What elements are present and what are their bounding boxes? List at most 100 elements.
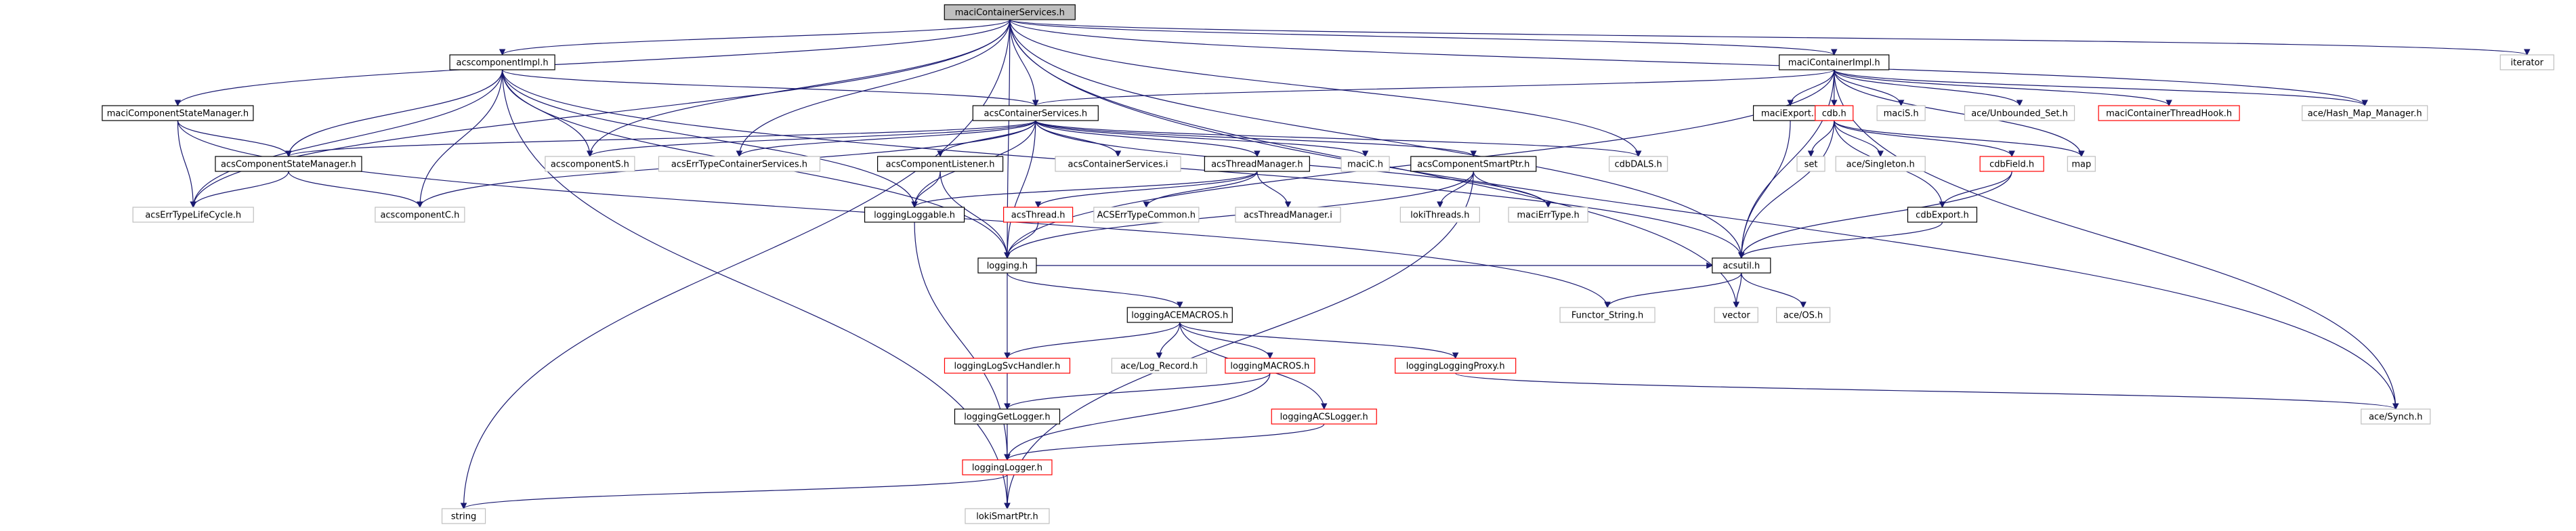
node-acscomponentS_h: acscomponentS.h	[545, 156, 635, 172]
node-cdbField_h[interactable]: cdbField.h	[1979, 156, 2044, 172]
edge-maciContainerServices_h-to-ace_Hash_Map_Manager_h	[1009, 19, 2368, 106]
node-loggingACSLogger_h[interactable]: loggingACSLogger.h	[1271, 408, 1377, 425]
node-acsThreadManager_h[interactable]: acsThreadManager.h	[1204, 156, 1310, 172]
node-label: loggingMACROS.h	[1230, 362, 1309, 372]
edge-acsThreadManager_h-to-acsThreadManager_i	[1257, 171, 1292, 208]
node-loggingGetLogger_h[interactable]: loggingGetLogger.h	[954, 408, 1061, 425]
node-loggingACEMACROS_h[interactable]: loggingACEMACROS.h	[1126, 307, 1233, 323]
node-label: maciContainerServices.h	[955, 8, 1065, 18]
node-label: cdbField.h	[1989, 160, 2034, 170]
edge-maciComponentStateManager_h-to-acsErrTypeLifeCycle_h	[177, 120, 197, 208]
node-label: string	[451, 512, 476, 522]
node-label: ace/Synch.h	[2369, 412, 2422, 423]
node-maciContainerImpl_h[interactable]: maciContainerImpl.h	[1779, 54, 1890, 70]
edge-loggingACEMACROS_h-to-loggingMACROS_h	[1179, 322, 1273, 359]
node-box	[1410, 156, 1537, 172]
node-box	[2302, 105, 2428, 121]
edge-loggingLogger_h-to-string	[461, 474, 1008, 509]
node-box	[1225, 358, 1315, 374]
node-ace_Singleton_h: ace/Singleton.h	[1835, 156, 1926, 172]
node-acsutil_h[interactable]: acsutil.h	[1712, 257, 1771, 274]
edge-loggingLoggingProxy_h-to-ace_Synch_h	[1455, 373, 2399, 410]
edge-maciContainerImpl_h-to-maciS_h	[1834, 69, 1905, 106]
node-label: loggingLoggable.h	[874, 211, 955, 221]
node-acscomponentImpl_h[interactable]: acscomponentImpl.h	[449, 54, 555, 70]
edge-loggingMACROS_h-to-loggingGetLogger_h	[1004, 373, 1271, 410]
node-cdb_h[interactable]: cdb.h	[1815, 105, 1854, 121]
node-acsContainerServices_h[interactable]: acsContainerServices.h	[972, 105, 1099, 121]
node-acsComponentListener_h[interactable]: acsComponentListener.h	[877, 156, 1004, 172]
node-vector: vector	[1714, 307, 1758, 323]
edge-acsutil_h-to-vector	[1733, 272, 1742, 308]
node-acsComponentSmartPtr_h[interactable]: acsComponentSmartPtr.h	[1410, 156, 1537, 172]
node-ACSErrTypeCommon_h: ACSErrTypeCommon.h	[1093, 207, 1200, 223]
node-label: maciC.h	[1347, 160, 1383, 170]
node-label: Functor_String.h	[1571, 311, 1643, 321]
node-label: ace/Singleton.h	[1846, 160, 1915, 170]
node-label: maciContainerThreadHook.h	[2106, 109, 2232, 119]
node-box	[944, 4, 1076, 20]
node-maciContainerServices_h[interactable]: maciContainerServices.h	[944, 4, 1076, 20]
node-label: lokiThreads.h	[1410, 211, 1469, 221]
edge-acsThreadManager_h-to-ACSErrTypeCommon_h	[1143, 171, 1258, 208]
node-set: set	[1796, 156, 1825, 172]
node-acsThread_h[interactable]: acsThread.h	[1003, 207, 1074, 223]
node-label: acsThread.h	[1011, 211, 1065, 221]
node-label: loggingLogSvcHandler.h	[954, 362, 1061, 372]
node-box	[1835, 156, 1926, 172]
node-loggingLogger_h[interactable]: loggingLogger.h	[962, 459, 1053, 475]
node-acsErrTypeLifeCycle_h: acsErrTypeLifeCycle.h	[132, 207, 254, 223]
edge-acsComponentStateManager_h-to-acsErrTypeLifeCycle_h	[190, 171, 289, 208]
edge-loggingACEMACROS_h-to-ace_Log_Record_h	[1156, 322, 1181, 359]
node-box	[132, 207, 254, 223]
node-label: acsComponentSmartPtr.h	[1417, 160, 1529, 170]
edge-maciContainerImpl_h-to-acsContainerServices_h	[1032, 69, 1835, 106]
node-box	[2361, 408, 2431, 425]
node-logging_h[interactable]: logging.h	[977, 257, 1037, 274]
edge-maciContainerImpl_h-to-maciExport_h	[1787, 69, 1835, 106]
edge-maciContainerServices_h-to-string	[460, 19, 1011, 509]
node-cdbExport_h[interactable]: cdbExport.h	[1907, 207, 1978, 223]
edge-cdbField_h-to-acsutil_h	[1738, 171, 2012, 259]
node-maciComponentStateManager_h[interactable]: maciComponentStateManager.h	[102, 105, 254, 121]
node-label: ace/Unbounded_Set.h	[1971, 109, 2068, 119]
node-cdbDALS_h: cdbDALS.h	[1609, 156, 1668, 172]
node-box	[1559, 307, 1655, 323]
edge-loggingACEMACROS_h-to-loggingLoggingProxy_h	[1179, 322, 1459, 359]
edge-maciContainerImpl_h-to-maciContainerThreadHook_h	[1834, 69, 2172, 106]
edge-loggingACSLogger_h-to-loggingLogger_h	[1004, 423, 1325, 461]
node-loggingLoggable_h[interactable]: loggingLoggable.h	[864, 207, 965, 223]
edge-acsContainerServices_h-to-cdbDALS_h	[1035, 120, 1642, 157]
node-label: set	[1804, 160, 1818, 170]
node-box	[1815, 105, 1854, 121]
node-box	[877, 156, 1004, 172]
node-ace_OS_h: ace/OS.h	[1776, 307, 1831, 323]
edge-maciContainerServices_h-to-maciContainerImpl_h	[1009, 19, 1838, 56]
node-label: acsErrTypeLifeCycle.h	[145, 211, 241, 221]
node-loggingMACROS_h[interactable]: loggingMACROS.h	[1225, 358, 1315, 374]
node-ace_Unbounded_Set_h: ace/Unbounded_Set.h	[1964, 105, 2075, 121]
node-acsComponentStateManager_h[interactable]: acsComponentStateManager.h	[215, 156, 362, 172]
node-label: acsErrTypeContainerServices.h	[671, 160, 807, 170]
node-label: loggingACSLogger.h	[1280, 412, 1368, 423]
edge-maciContainerServices_h-to-acscomponentS_h	[587, 19, 1011, 157]
edge-cdb_h-to-acsutil_h	[1738, 120, 1835, 259]
node-maciExport_h[interactable]: maciExport.h	[1752, 105, 1828, 121]
node-box	[977, 257, 1037, 274]
node-label: acscomponentImpl.h	[456, 58, 548, 68]
node-box	[1111, 358, 1207, 374]
node-box	[1979, 156, 2044, 172]
node-box	[1876, 105, 1926, 121]
edge-acsContainerServices_h-to-acsThreadManager_h	[1035, 120, 1261, 157]
edge-maciContainerImpl_h-to-ace_Unbounded_Set_h	[1834, 69, 2023, 106]
edge-acsComponentSmartPtr_h-to-lokiThreads_h	[1437, 171, 1474, 208]
node-maciContainerThreadHook_h[interactable]: maciContainerThreadHook.h	[2098, 105, 2240, 121]
node-box	[545, 156, 635, 172]
edge-cdb_h-to-map	[1834, 120, 2085, 157]
node-label: map	[2071, 160, 2091, 170]
node-loggingLoggingProxy_h[interactable]: loggingLoggingProxy.h	[1395, 358, 1517, 374]
node-box	[962, 459, 1053, 475]
node-loggingLogSvcHandler_h[interactable]: loggingLogSvcHandler.h	[944, 358, 1071, 374]
node-box	[864, 207, 965, 223]
node-box	[1712, 257, 1771, 274]
